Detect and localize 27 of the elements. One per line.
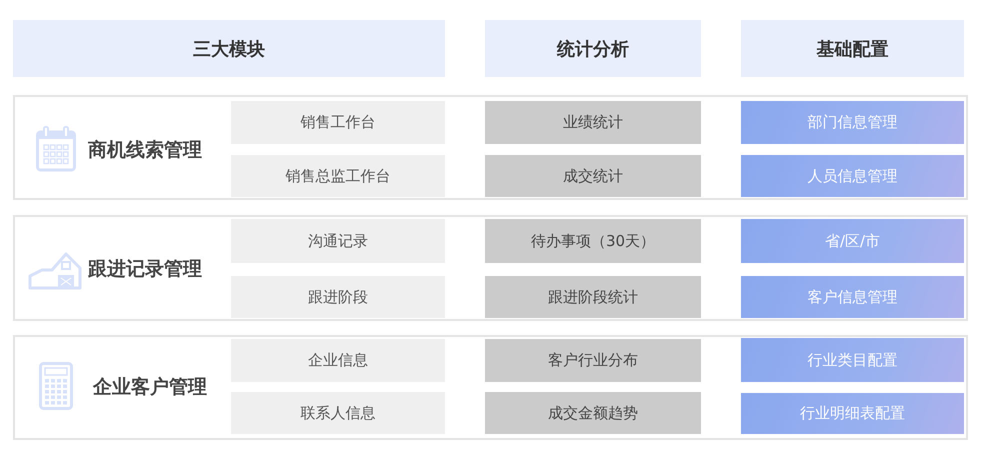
statistics-cell: 成交金额趋势: [485, 392, 701, 434]
statistics-cell: 成交统计: [485, 155, 701, 197]
config-cell: 省/区/市: [741, 219, 964, 263]
column-header: 三大模块: [13, 20, 445, 77]
feature-cell: 销售工作台: [231, 101, 445, 144]
feature-cell: 联系人信息: [231, 392, 445, 434]
config-cell: 行业明细表配置: [741, 393, 964, 434]
module-panel: [13, 215, 968, 321]
module-title: 商机线索管理: [88, 138, 202, 163]
module-panel: [13, 95, 968, 200]
feature-cell: 企业信息: [231, 339, 445, 382]
statistics-cell: 客户行业分布: [485, 339, 701, 382]
config-cell: 部门信息管理: [741, 101, 964, 144]
feature-cell: 沟通记录: [231, 219, 445, 263]
config-cell: 行业类目配置: [741, 338, 964, 382]
config-cell: 客户信息管理: [741, 276, 964, 318]
column-header: 统计分析: [485, 20, 701, 77]
statistics-cell: 业绩统计: [485, 101, 701, 144]
module-panel: [13, 335, 968, 440]
module-title: 跟进记录管理: [88, 257, 202, 282]
feature-cell: 销售总监工作台: [231, 155, 445, 197]
feature-cell: 跟进阶段: [231, 276, 445, 318]
statistics-cell: 跟进阶段统计: [485, 276, 701, 318]
module-title: 企业客户管理: [93, 375, 207, 400]
config-cell: 人员信息管理: [741, 155, 964, 197]
column-header: 基础配置: [741, 20, 964, 77]
statistics-cell: 待办事项（30天）: [485, 219, 701, 263]
